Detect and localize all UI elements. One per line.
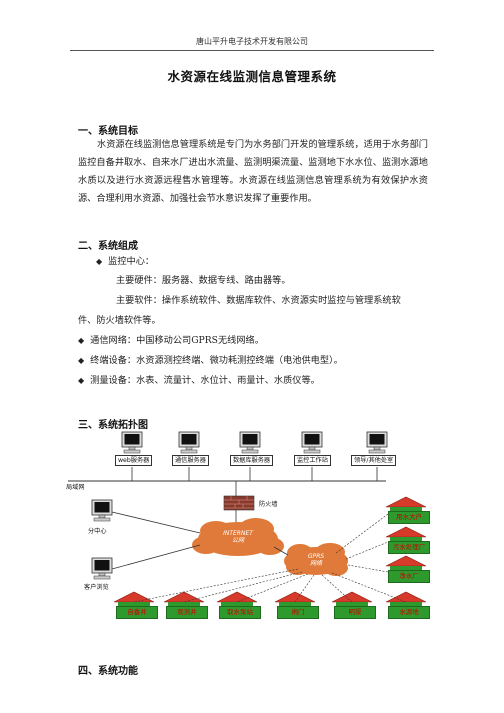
section-3-heading: 三、系统拓扑图 — [78, 420, 148, 431]
monitor-center-item: ◆监控中心： — [96, 256, 155, 267]
site-gate: 闸门 — [277, 606, 319, 619]
internet-cloud-icon — [192, 518, 284, 556]
topology-diagram: 局域网 web服务器 通信服务器 数据库服务器 监控工作站 领导/其他处室 防火… — [66, 427, 444, 645]
gprs-cloud-icon — [284, 543, 348, 576]
page-title: 水资源在线监测信息管理系统 — [167, 69, 337, 84]
bullet-diamond-icon: ◆ — [78, 336, 85, 345]
software-line-1: 主要软件：操作系统软件、数据库软件、水资源实时监控与管理系统软 — [116, 295, 401, 306]
page-header: 唐山平升电子技术开发有限公司 — [70, 36, 434, 51]
server-label-leader: 领导/其他处室 — [351, 455, 397, 466]
lan-label: 局域网 — [66, 484, 85, 491]
site-water-source: 水源地 — [388, 606, 430, 619]
server-label-web: web服务器 — [115, 455, 153, 466]
site-open-channel: 明渠 — [334, 606, 376, 619]
section-1-heading: 一、系统目标 — [78, 126, 138, 137]
firewall-icon — [223, 495, 255, 511]
gprs-label: GPRS 网络 — [307, 553, 325, 567]
measure-item: ◆测量设备：水表、流量计、水位计、雨量计、水质仪等。 — [78, 375, 320, 386]
firewall-label: 防火墙 — [259, 501, 278, 508]
server-label-comm: 通信服务器 — [172, 455, 209, 466]
site-large-user: 用水大户 — [388, 511, 430, 524]
server-label-monitor: 监控工作站 — [294, 455, 331, 466]
network-item: ◆通信网络：中国移动公司GPRS无线网络。 — [78, 335, 264, 346]
internet-label: INTERNET 公网 — [223, 530, 253, 544]
section-2-heading: 二、系统组成 — [78, 241, 138, 252]
bullet-diamond-icon: ◆ — [96, 257, 103, 266]
site-private-well: 自备井 — [116, 606, 158, 619]
terminal-item: ◆终端设备：水资源测控终端、微功耗测控终端（电池供电型）。 — [78, 355, 343, 366]
sub-center-label: 分中心 — [88, 528, 107, 535]
software-line-2: 件、防火墙软件等。 — [78, 315, 161, 326]
site-water-plant: 净水厂 — [388, 570, 430, 583]
topology-lines — [68, 431, 427, 607]
bullet-diamond-icon: ◆ — [78, 356, 85, 365]
site-sewage-plant: 污水处理厂 — [388, 541, 430, 554]
section-1-paragraph: 水资源在线监测信息管理系统是专门为水务部门开发的管理系统，适用于水务部门监控自备… — [78, 139, 428, 204]
site-observation-well: 观测井 — [166, 606, 208, 619]
bullet-diamond-icon: ◆ — [78, 376, 85, 385]
server-label-db: 数据库服务器 — [230, 455, 274, 466]
site-pump-station: 取水泵站 — [219, 606, 261, 619]
hardware-line: 主要硬件：服务器、数据专线、路由器等。 — [116, 275, 291, 286]
section-4-heading: 四、系统功能 — [78, 666, 138, 677]
client-label: 客户浏览 — [84, 584, 109, 591]
